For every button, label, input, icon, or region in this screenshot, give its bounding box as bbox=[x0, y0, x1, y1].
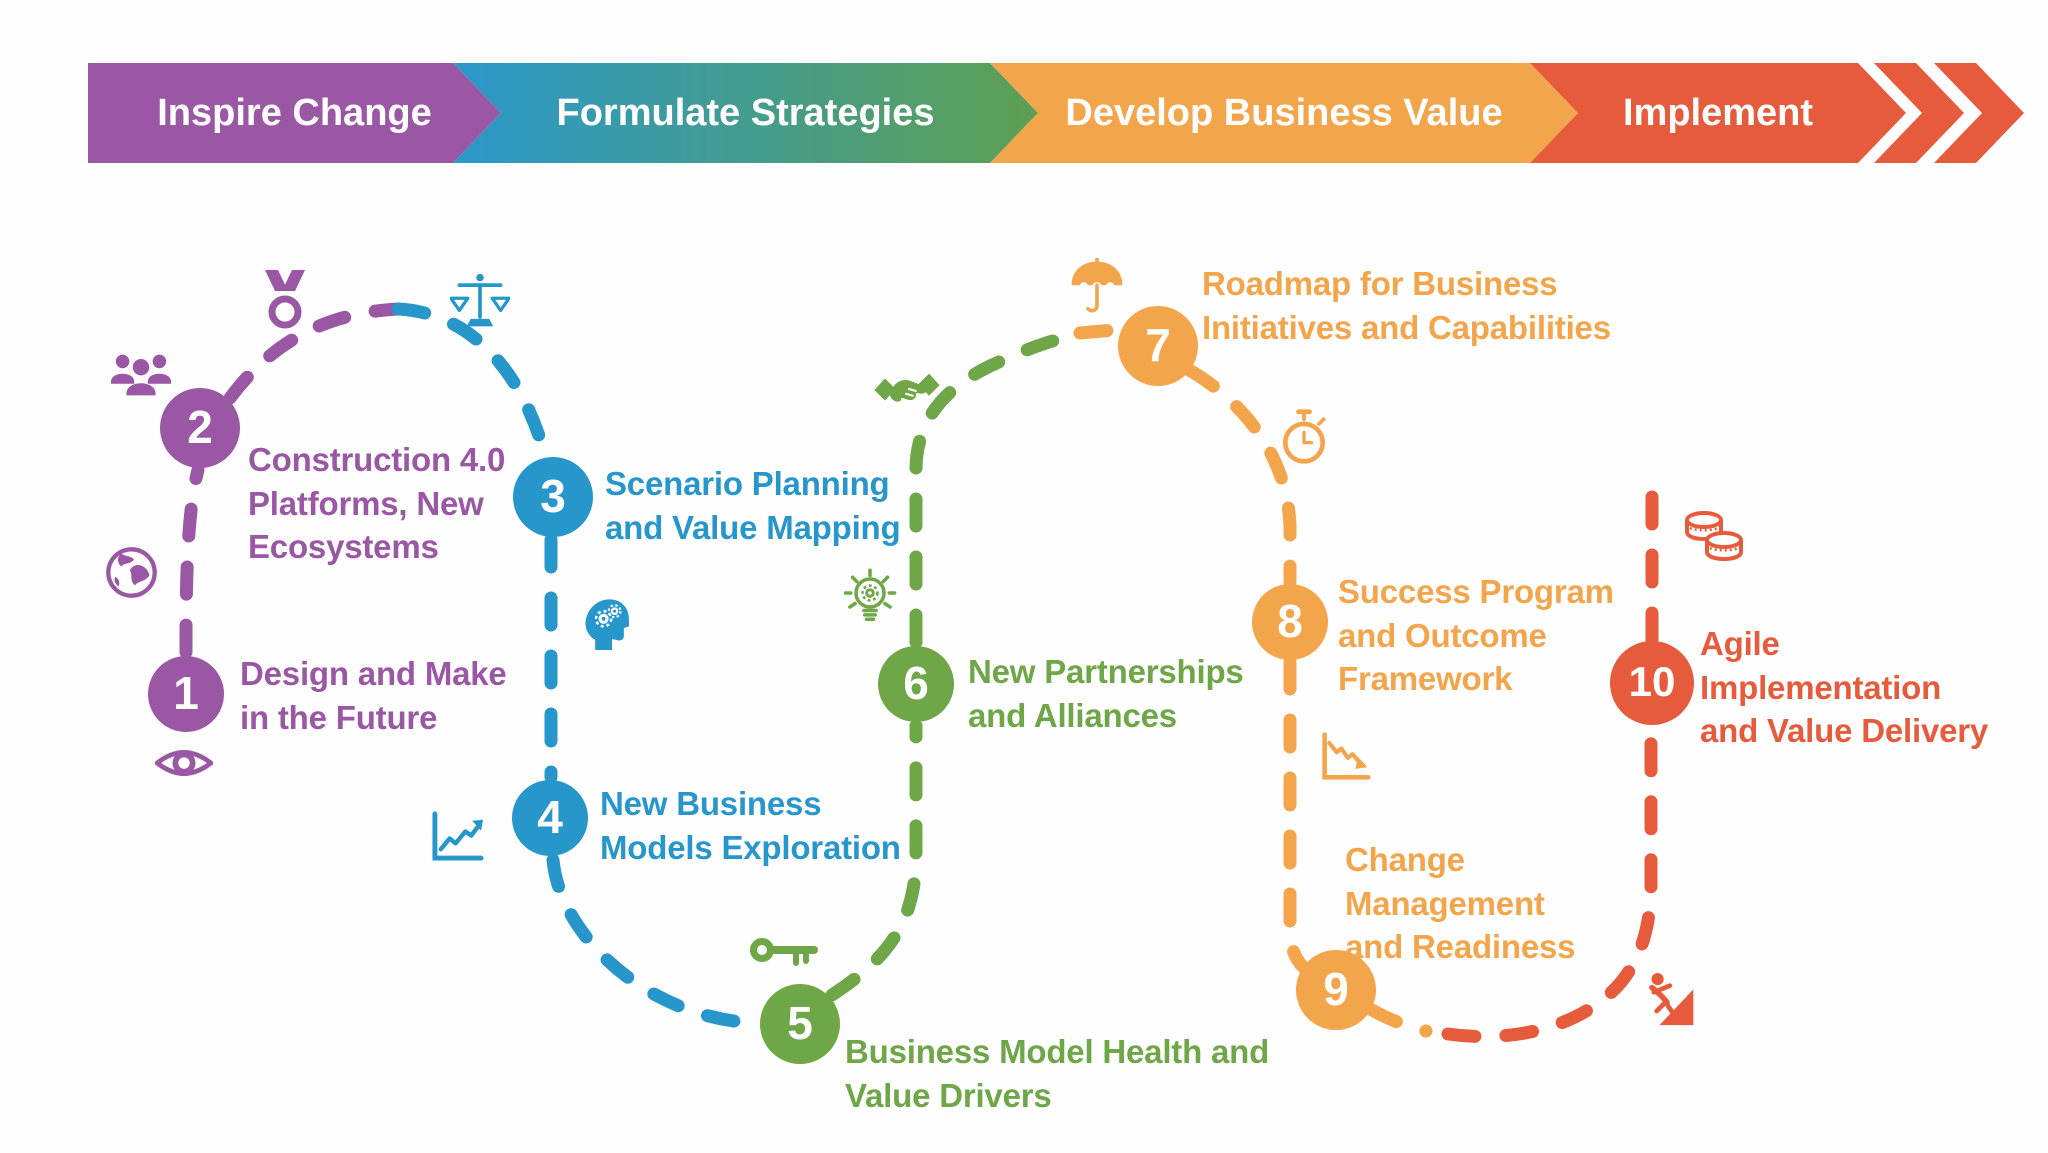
banner-label-implement: Implement bbox=[1622, 91, 1814, 134]
step-number-6: 6 bbox=[903, 656, 929, 709]
step-number-10: 10 bbox=[1628, 658, 1676, 706]
step-label-7: Roadmap for Business Initiatives and Cap… bbox=[1202, 265, 1611, 346]
step-circle-6 bbox=[878, 646, 954, 722]
banner-label-inspire-change: Inspire Change bbox=[157, 91, 432, 134]
path-5-6 bbox=[825, 719, 923, 1002]
decline-chart-icon bbox=[1322, 732, 1371, 780]
step-circle-4 bbox=[512, 780, 588, 856]
path-9-10 bbox=[1441, 720, 1658, 1044]
step-number-9: 9 bbox=[1323, 962, 1349, 1015]
step-circle-5 bbox=[760, 984, 840, 1064]
banner-stage-formulate-shape bbox=[453, 63, 1038, 163]
banner-chevron-2 bbox=[1934, 63, 2024, 163]
step-circle-7 bbox=[1118, 306, 1198, 386]
step-label-1: Design and Make in the Future bbox=[240, 655, 507, 736]
eye-icon bbox=[154, 750, 214, 776]
step-number-1: 1 bbox=[173, 666, 199, 719]
scales-icon bbox=[450, 273, 510, 327]
step-number-5: 5 bbox=[787, 996, 813, 1049]
people-group-icon bbox=[110, 354, 172, 396]
step-number-7: 7 bbox=[1145, 318, 1171, 371]
climber-icon bbox=[1649, 972, 1694, 1026]
path-6-arc bbox=[909, 329, 1079, 649]
step-label-8: Success Program and Outcome Framework bbox=[1338, 573, 1614, 698]
key-icon bbox=[750, 938, 818, 966]
medal-icon bbox=[265, 270, 305, 329]
step-label-4: New Business Models Exploration bbox=[600, 785, 901, 866]
banner-label-develop-business-value: Develop Business Value bbox=[1065, 91, 1503, 134]
coins-icon bbox=[1685, 511, 1743, 562]
banner-stage-implement-shape bbox=[1530, 63, 1906, 163]
handshake-icon bbox=[874, 373, 940, 402]
umbrella-icon bbox=[1071, 258, 1123, 313]
step-circle-2 bbox=[160, 388, 240, 468]
head-gears-icon bbox=[585, 599, 629, 650]
path-2-arc bbox=[223, 302, 405, 405]
step-label-2: Construction 4.0 Platforms, New Ecosyste… bbox=[248, 441, 506, 566]
lightbulb-gear-icon bbox=[843, 568, 897, 621]
step-circle-3 bbox=[513, 457, 593, 537]
step-circle-9 bbox=[1296, 950, 1376, 1030]
stopwatch-icon bbox=[1282, 409, 1326, 464]
path-7-8 bbox=[1184, 364, 1297, 589]
path-arc-3 bbox=[391, 302, 551, 459]
step-number-2: 2 bbox=[187, 400, 213, 453]
step-label-5: Business Model Health and Value Drivers bbox=[845, 1033, 1270, 1114]
step-number-8: 8 bbox=[1277, 594, 1303, 647]
step-label-3: Scenario Planning and Value Mapping bbox=[605, 465, 901, 546]
step-label-9: Change Management and Readiness bbox=[1345, 841, 1576, 966]
path-arc-7 bbox=[1073, 323, 1121, 340]
step-circle-10 bbox=[1610, 641, 1694, 725]
banner-stage-inspire-shape bbox=[88, 63, 501, 163]
path-4-5 bbox=[546, 853, 759, 1030]
path-1-2 bbox=[179, 463, 205, 659]
path-8-9 bbox=[1283, 655, 1315, 978]
step-circle-8 bbox=[1252, 584, 1328, 660]
step-label-10: Agile Implementation and Value Delivery bbox=[1700, 625, 1989, 750]
path-9-out bbox=[1365, 1003, 1433, 1038]
banner-label-formulate-strategies: Formulate Strategies bbox=[556, 91, 935, 134]
banner-stage-develop-shape bbox=[990, 63, 1578, 163]
step-label-6: New Partnerships and Alliances bbox=[968, 653, 1244, 734]
globe-icon bbox=[106, 547, 157, 598]
step-number-4: 4 bbox=[537, 790, 563, 843]
step-number-3: 3 bbox=[540, 469, 566, 522]
banner-chevron-1 bbox=[1874, 63, 1964, 163]
step-circle-1 bbox=[148, 656, 224, 732]
growth-chart-icon bbox=[432, 811, 484, 861]
